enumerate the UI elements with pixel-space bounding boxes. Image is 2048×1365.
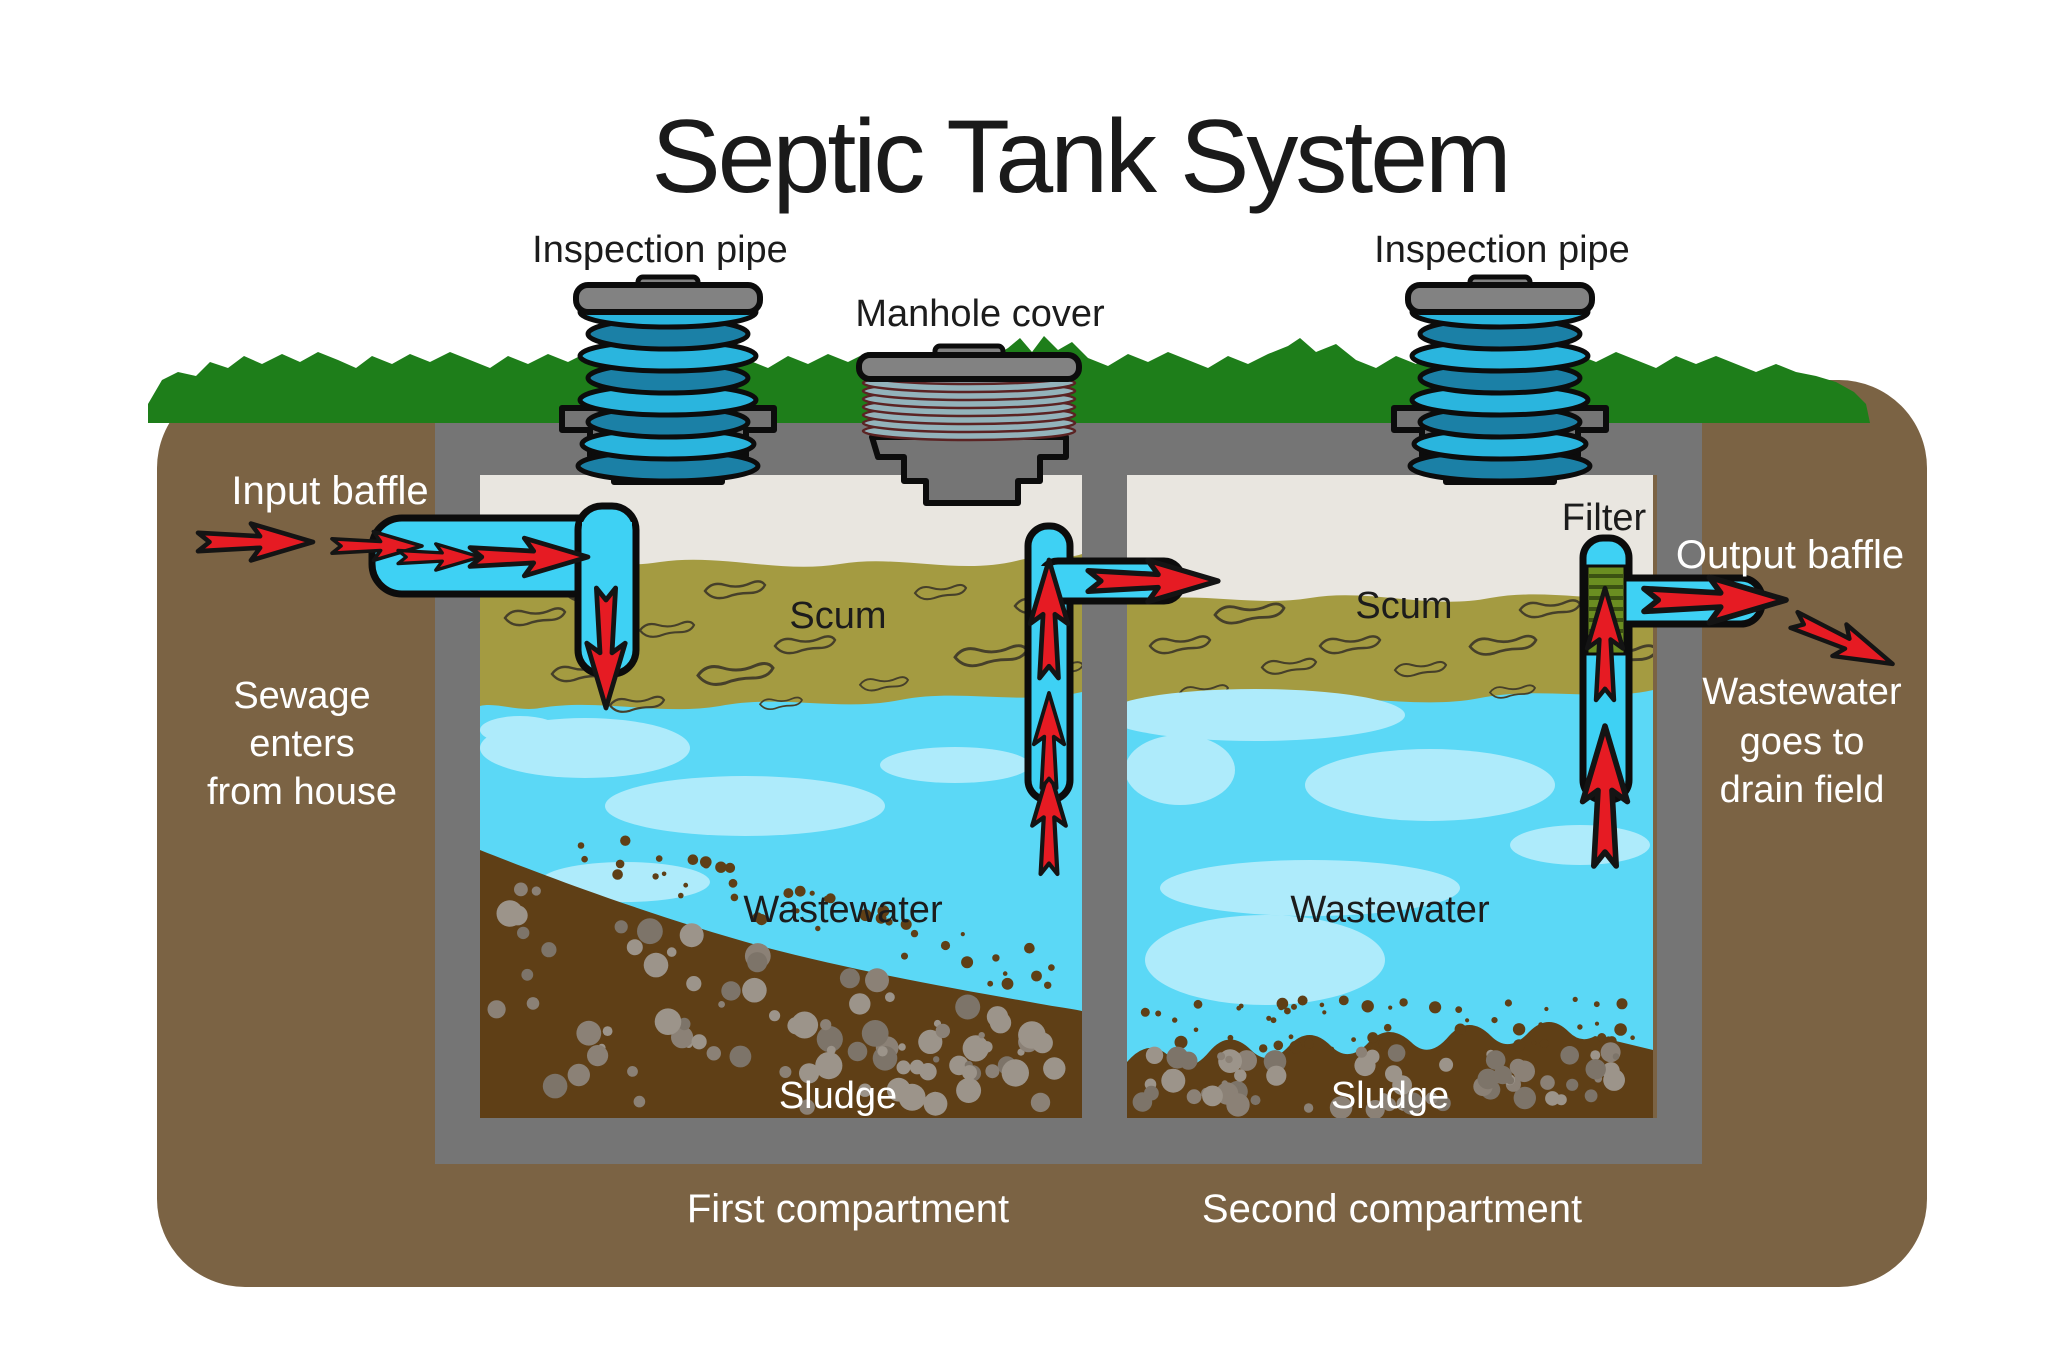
scum-second-layer [1127, 594, 1653, 708]
sludge-pebbles-second [1132, 1042, 1625, 1118]
page-title: Septic Tank System [651, 99, 1508, 215]
inspection-pipe-left-label: Inspection pipe [532, 229, 788, 271]
drainfield-line-3: drain field [1720, 769, 1885, 811]
wastewater-second-label: Wastewater [1290, 889, 1490, 931]
input-baffle-label: Input baffle [231, 469, 428, 513]
sewage-enters-label: Sewage enters from house [207, 675, 397, 813]
sewage-line-3: from house [207, 771, 397, 813]
manhole-cover-label: Manhole cover [855, 293, 1105, 335]
drainfield-line-1: Wastewater [1702, 671, 1902, 713]
output-baffle-label: Output baffle [1676, 533, 1904, 577]
first-compartment-label: First compartment [687, 1187, 1009, 1231]
sludge-second-label: Sludge [1331, 1075, 1449, 1117]
sludge-pebbles-first [487, 882, 1066, 1116]
filter-label: Filter [1562, 497, 1647, 539]
input-baffle-pipe [368, 502, 640, 678]
sludge-speckles-first [577, 835, 1055, 990]
sewage-line-2: enters [249, 723, 355, 765]
second-compartment-layers [1127, 475, 1653, 1118]
sludge-speckles-second [1140, 995, 1635, 1054]
tank-right-wall [1657, 423, 1702, 1164]
scum-second-label: Scum [1355, 585, 1452, 627]
tank-shell [435, 423, 1702, 1164]
sewage-line-1: Sewage [233, 675, 370, 717]
scum-first-label: Scum [789, 595, 886, 637]
tank-bottom-wall [435, 1118, 1702, 1164]
drainfield-label: Wastewater goes to drain field [1702, 671, 1902, 811]
tank-divider-wall [1082, 455, 1127, 1118]
inspection-pipe-left-graphic [562, 277, 774, 482]
sludge-first-label: Sludge [779, 1075, 897, 1117]
wastewater-first-label: Wastewater [743, 889, 943, 931]
second-compartment-label: Second compartment [1202, 1187, 1582, 1231]
inspection-pipe-right-graphic [1394, 277, 1606, 482]
drainfield-line-2: goes to [1740, 721, 1865, 763]
inspection-pipe-right-label: Inspection pipe [1374, 229, 1630, 271]
water-highlights-second [1127, 689, 1650, 1005]
manhole-cover-graphic [856, 343, 1082, 506]
